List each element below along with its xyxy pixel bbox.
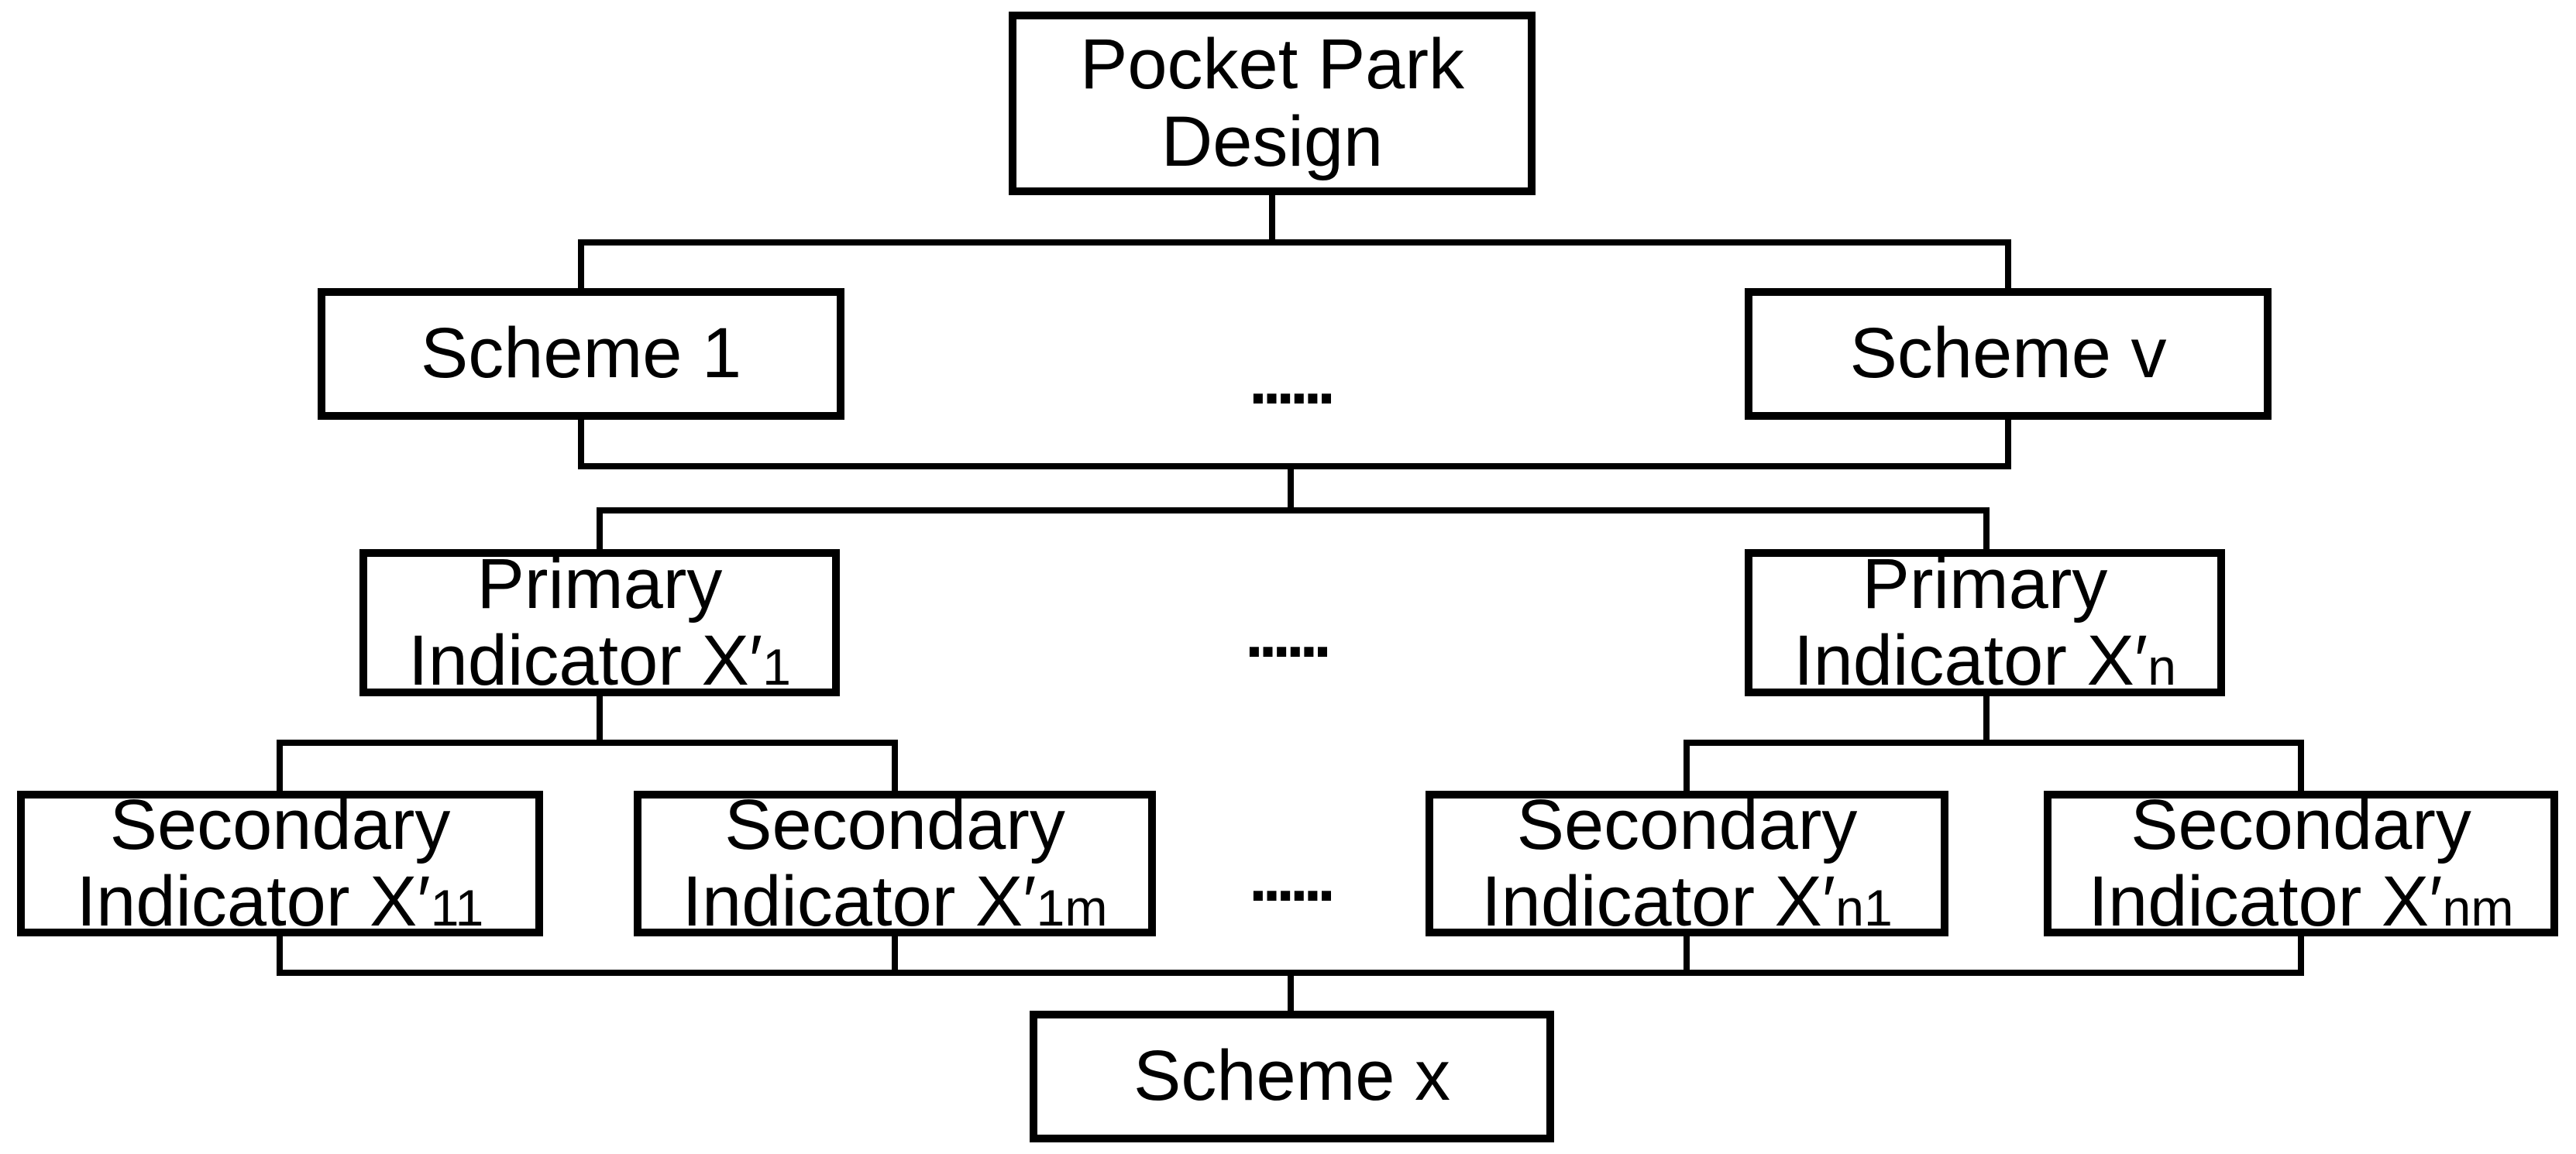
node-label-subscript: 1m xyxy=(1036,880,1108,937)
node-label-main: Indicator X′ xyxy=(2088,862,2443,941)
node-label-subscript: 1 xyxy=(762,639,791,696)
connector-line xyxy=(892,930,898,976)
connector-line xyxy=(1983,690,1990,746)
connector-line xyxy=(1288,463,1294,513)
node-label-line1: Secondary xyxy=(2131,785,2471,864)
node-label-line2: Indicator X′n1 xyxy=(1481,862,1893,941)
node-secondary-indicator-xnm: Secondary Indicator X′nm xyxy=(2044,786,2558,940)
node-label-line1: Primary xyxy=(476,544,723,623)
connector-line xyxy=(1983,507,1990,555)
ellipsis-dots: ...... xyxy=(1245,598,1332,671)
connector-line xyxy=(1684,930,1690,976)
connector-line xyxy=(2005,414,2011,469)
node-label-line1: Secondary xyxy=(109,785,451,864)
connector-line xyxy=(578,463,2011,469)
node-label-main: Indicator X′ xyxy=(1481,862,1836,941)
node-label-subscript: 11 xyxy=(430,880,484,937)
node-label-line1: Secondary xyxy=(1516,785,1858,864)
node-label-subscript: n xyxy=(2148,639,2176,696)
node-label-main: Indicator X′ xyxy=(682,862,1037,941)
node-label-line2: Indicator X′1 xyxy=(408,621,791,700)
node-scheme-1: Scheme 1 xyxy=(318,288,844,420)
connector-line xyxy=(2298,930,2304,976)
node-label-line2: Indicator X′11 xyxy=(76,862,484,941)
connector-line xyxy=(1684,740,1690,797)
node-primary-indicator-x1: Primary Indicator X′1 xyxy=(359,544,840,700)
node-label: Scheme v xyxy=(1849,314,2167,393)
node-label-line1: Primary xyxy=(1862,544,2108,623)
node-secondary-indicator-x11: Secondary Indicator X′11 xyxy=(17,786,543,940)
connector-line xyxy=(597,690,603,746)
node-pocket-park-design: Pocket Park Design xyxy=(1009,12,1536,195)
node-secondary-indicator-x1m: Secondary Indicator X′1m xyxy=(634,786,1156,940)
connector-line xyxy=(1288,970,1294,1017)
node-label-subscript: nm xyxy=(2442,880,2514,937)
connector-line xyxy=(597,507,1990,513)
connector-line xyxy=(277,930,283,976)
node-label-main: Indicator X′ xyxy=(408,621,763,700)
connector-line xyxy=(1269,192,1275,246)
connector-line xyxy=(277,740,283,797)
node-label-main: Indicator X′ xyxy=(1794,621,2148,700)
connector-line xyxy=(578,239,2011,246)
node-label: Scheme 1 xyxy=(420,314,742,393)
ellipsis-dots: ...... xyxy=(1249,345,1336,418)
node-secondary-indicator-xn1: Secondary Indicator X′n1 xyxy=(1426,786,1948,940)
node-label-line2: Indicator X′1m xyxy=(682,862,1108,941)
node-scheme-x: Scheme x xyxy=(1030,1011,1554,1142)
node-label-main: Indicator X′ xyxy=(76,862,431,941)
connector-line xyxy=(578,414,584,469)
node-label-line2: Design xyxy=(1161,101,1384,181)
node-label-line1: Secondary xyxy=(724,785,1065,864)
node-primary-indicator-xn: Primary Indicator X′n xyxy=(1745,544,2225,700)
connector-line xyxy=(277,740,898,746)
connector-line xyxy=(1684,740,2304,746)
node-label-subscript: n1 xyxy=(1835,880,1893,937)
connector-line xyxy=(2005,239,2011,294)
ellipsis-dots: ...... xyxy=(1249,842,1336,915)
connector-line xyxy=(578,239,584,294)
node-label: Scheme x xyxy=(1133,1036,1451,1116)
node-scheme-v: Scheme v xyxy=(1745,288,2272,420)
node-label-line1: Pocket Park xyxy=(1080,25,1464,105)
node-label-line2: Indicator X′nm xyxy=(2088,862,2514,941)
connector-line xyxy=(2298,740,2304,797)
node-label-line2: Indicator X′n xyxy=(1794,621,2176,700)
connector-line xyxy=(892,740,898,797)
connector-line xyxy=(597,507,603,555)
